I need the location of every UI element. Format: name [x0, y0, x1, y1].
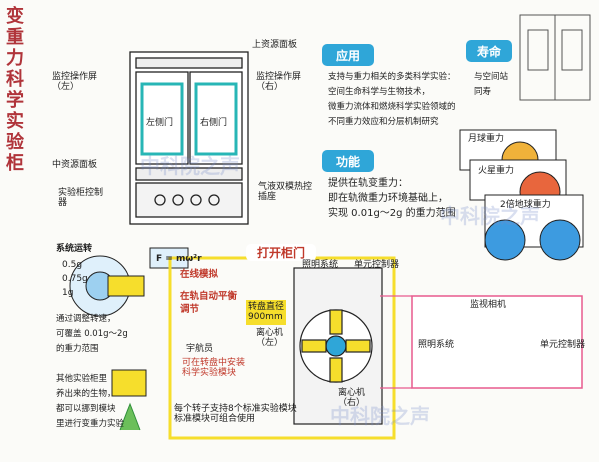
watermark-3: 中科院之声: [330, 404, 430, 428]
label-controller: 实验柜控制器: [58, 188, 104, 209]
disk-diameter: 转盘直径 900mm: [246, 300, 287, 325]
pill-application: [322, 44, 374, 66]
pill-lifespan: [466, 40, 512, 62]
light-label: 照明系统: [302, 260, 339, 270]
lifespan-heading: 寿命: [476, 45, 501, 59]
rotation-text: 通过调整转速， 可覆盖 0.01g～2g 的重力范围: [56, 314, 128, 354]
zoom-box: [411, 295, 583, 389]
module-support-text: 每个转子支持8个标准实验模块 标准模块可组合使用: [174, 404, 297, 425]
module-note: 其他实验柜里 养出来的生物， 都可以挪到模块 里进行变重力实验: [56, 374, 125, 429]
cabinet: [129, 51, 249, 225]
open-door-heading: 打开柜门: [246, 244, 316, 261]
bullet-auto-balance: 在轨自动平衡调节: [180, 291, 238, 315]
label-middle-panel: 中资源面板: [52, 160, 98, 170]
lifespan-text: 与空间站 同寿: [474, 72, 509, 97]
moon-label: 月球重力: [468, 134, 505, 144]
astronaut-task: 可在转盘中安装 科学实验模块: [182, 358, 246, 379]
cabinet-sketch: [519, 14, 591, 101]
earth-label: 2倍地球重力: [500, 200, 551, 210]
radius-label-1: 0.5g: [62, 260, 83, 270]
zoom-lines: [380, 295, 412, 389]
pill-function: [322, 150, 374, 172]
bullet-online-sim: 在线模拟: [180, 269, 219, 280]
open-cabinet: [293, 267, 383, 425]
zoom-ctrl: 单元控制器: [540, 340, 586, 350]
label-left-door-inner: 左侧门: [146, 118, 174, 128]
astronaut-label: 宇航员: [186, 344, 214, 354]
radius-label-3: 1g: [62, 288, 74, 298]
left-centrifuge: 离心机 （左）: [256, 328, 284, 349]
zoom-monitor: 监视相机: [470, 300, 507, 310]
function-text: 提供在轨变重力： 即在轨微重力环境基础上， 实现 0.01g～2g 的重力范围: [328, 178, 456, 219]
zoom-light: 照明系统: [418, 340, 455, 350]
watermark-2: 中科院之声: [440, 204, 540, 228]
rotation-heading: 系统运转: [56, 244, 93, 254]
watermark-1: 中科院之声: [140, 154, 240, 178]
right-centrifuge: 离心机 （右）: [338, 388, 366, 409]
rotation-diagram: [69, 247, 189, 317]
application-heading: 应用: [335, 49, 360, 63]
label-right-door-inner: 右侧门: [200, 118, 228, 128]
mars-label: 火星重力: [478, 166, 515, 176]
radius-label-2: 0.75g: [62, 274, 88, 284]
unit-ctrl-label: 单元控制器: [354, 260, 400, 270]
rotation-formula: F = mω²r: [156, 254, 202, 264]
label-right-door: 监控操作屏（右）: [256, 72, 302, 93]
label-heat-panel: 气液双模热控插座: [258, 182, 313, 203]
plant-icon: [119, 402, 141, 431]
module-block: [111, 369, 147, 397]
gravity-cards: [459, 129, 584, 261]
label-left-door: 监控操作屏（左）: [52, 72, 98, 93]
page-title: 变重力科学实验柜: [6, 6, 24, 174]
function-heading: 功能: [335, 155, 360, 169]
label-upper-panel: 上资源面板: [252, 40, 298, 50]
application-text: 支持与重力相关的多类科学实验： 空间生命科学与生物技术， 微重力流体和燃烧科学实…: [328, 72, 456, 127]
